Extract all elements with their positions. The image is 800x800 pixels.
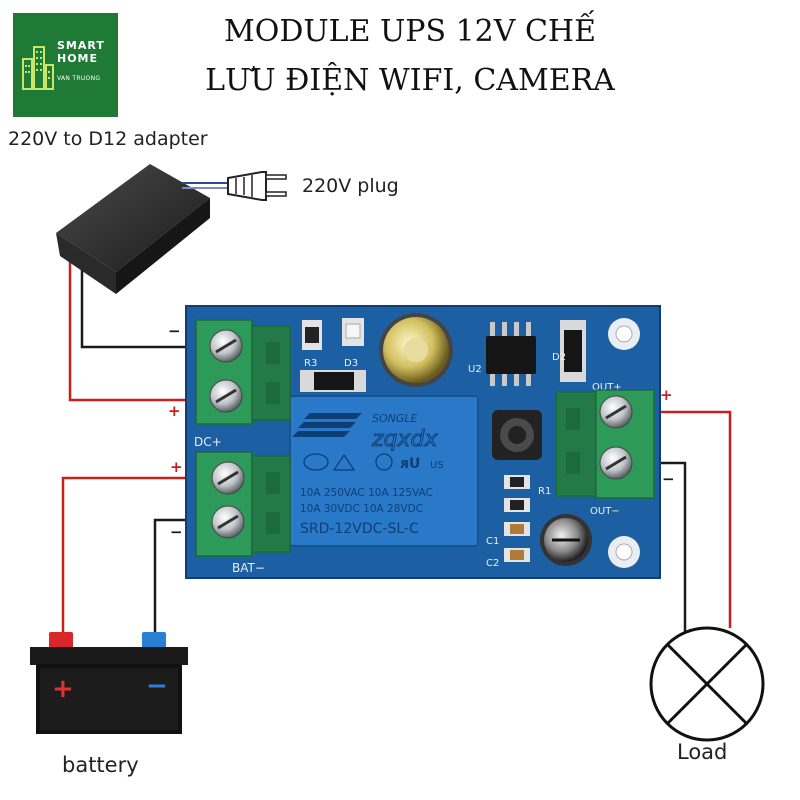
building-icon [22, 46, 54, 90]
battery-red-wire [61, 476, 197, 638]
adapter-wires [68, 258, 200, 402]
silk-c1: C1 [486, 536, 499, 547]
terminal-block-battery [195, 451, 291, 557]
battery-label: battery [62, 753, 139, 777]
adapter-black-wire [80, 262, 200, 349]
plug-prong-top [265, 174, 287, 180]
logo-line3: VAN TRUONG [57, 75, 101, 82]
dc-minus-marker: − [168, 322, 181, 340]
silk-bat-minus: BAT− [232, 561, 265, 575]
battery-black-wire [153, 518, 197, 638]
bat-plus-marker: + [170, 458, 183, 476]
silk-d3: D3 [344, 358, 358, 369]
power-adapter [56, 164, 210, 294]
terminal-block-output [555, 389, 655, 499]
battery-wires [61, 476, 197, 638]
electrolytic-capacitor-small [540, 514, 592, 566]
relay-rating-line2: 10A 30VDC 10A 28VDC [300, 503, 423, 515]
title-line1: MODULE UPS 12V CHẾ [224, 14, 596, 49]
adapter-body [56, 164, 210, 272]
silk-r3: R3 [304, 358, 317, 369]
terminal-block-dc-in [195, 319, 291, 425]
out-plus-marker: + [660, 386, 673, 404]
smart-home-logo: SMART HOME VAN TRUONG [13, 13, 118, 117]
logo-line2: HOME [57, 52, 99, 65]
mounting-hole [608, 318, 640, 350]
certification-marks: ᴙU US [303, 453, 444, 472]
load-label: Load [677, 740, 728, 764]
bat-minus-marker: − [170, 523, 183, 541]
silk-u2: U2 [468, 364, 482, 375]
dc-plus-marker: + [168, 402, 181, 420]
out-minus-marker: − [662, 470, 675, 488]
relay-logo-icon [292, 413, 362, 437]
power-plug [182, 171, 287, 201]
led-d3 [342, 318, 364, 346]
inductor [492, 410, 542, 460]
logo-line1: SMART [57, 39, 105, 52]
relay-songle: SONGLE zqxdx ᴙU US 10A 250VAC 10A 125VAC… [289, 395, 479, 547]
plug-body [227, 171, 267, 201]
silk-d2: D2 [552, 352, 566, 363]
title-line2: LƯU ĐIỆN WIFI, CAMERA [205, 63, 615, 98]
load-red-wire [648, 410, 732, 628]
relay-model: SRD-12VDC-SL-C [300, 521, 419, 537]
plug-label: 220V plug [302, 175, 399, 197]
relay-rating-line1: 10A 250VAC 10A 125VAC [300, 487, 433, 499]
plug-prong-bottom [265, 191, 287, 197]
diode-d2 [560, 320, 586, 382]
svg-text:US: US [430, 460, 444, 471]
diode-d1 [300, 370, 366, 392]
adapter-red-wire [68, 258, 200, 402]
silk-c2: C2 [486, 558, 499, 569]
electrolytic-capacitor-large [379, 313, 453, 387]
resistor-r3 [302, 320, 322, 350]
smd-components [504, 475, 530, 562]
relay-brand: SONGLE [372, 412, 418, 425]
adapter-label: 220V to D12 adapter [8, 128, 208, 150]
battery-plus-sign: + [52, 674, 74, 704]
lamp-load-icon [649, 626, 765, 742]
battery: + − [30, 632, 188, 734]
battery-negative-terminal [142, 632, 166, 648]
battery-positive-terminal [49, 632, 73, 648]
battery-minus-sign: − [146, 671, 168, 701]
svg-text:ᴙU: ᴙU [400, 456, 420, 472]
silk-out-top: OUT+ [592, 382, 622, 393]
silk-r1: R1 [538, 486, 551, 497]
ic-chip-u2 [486, 322, 536, 386]
silk-out-bottom: OUT− [590, 506, 620, 517]
silk-dc-plus: DC+ [194, 435, 222, 449]
relay-script: zqxdx [371, 427, 438, 452]
mounting-hole [608, 536, 640, 568]
